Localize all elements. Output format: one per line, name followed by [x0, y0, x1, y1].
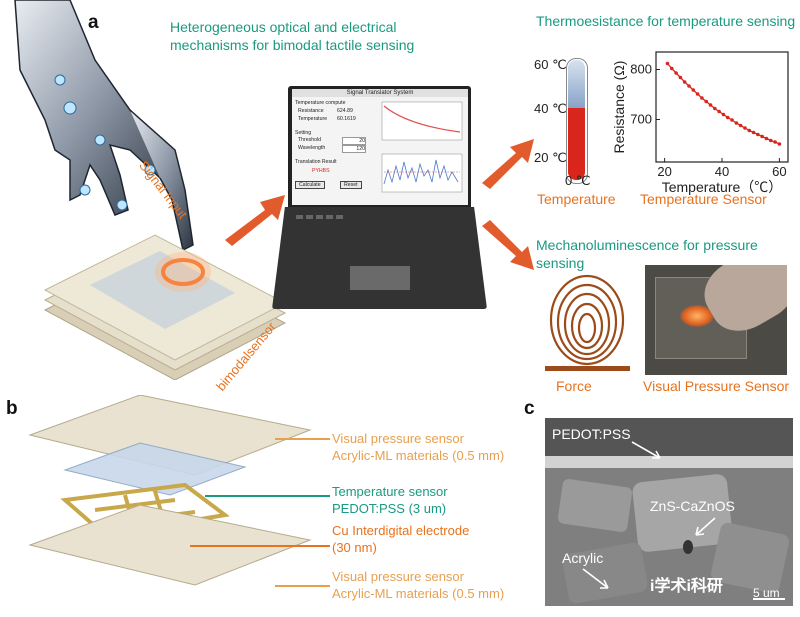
data-point: [734, 121, 739, 125]
pedot-arrow-icon: [631, 441, 661, 459]
thermometer-hot-zone: [568, 108, 585, 180]
thermometer-cold-zone: [568, 60, 585, 115]
mini-intensity-plot: [381, 153, 463, 193]
x-tick-label: 20: [657, 164, 671, 179]
data-point: [760, 134, 764, 139]
data-point: [708, 103, 713, 107]
layer3-sub: (30 nm): [332, 540, 377, 555]
zns-arrow-icon: [695, 517, 716, 536]
y-tick-label: 700: [630, 112, 652, 127]
data-point: [756, 132, 760, 137]
force-caption: Force: [556, 378, 592, 394]
bimodal-sensor-illustration: [43, 234, 287, 380]
thermo-title: Thermoesistance for temperature sensing: [536, 13, 796, 29]
plot-frame: [655, 51, 789, 163]
scale-bar-label: 5 um: [753, 586, 780, 600]
data-point: [738, 123, 743, 128]
layer2-sub: PEDOT:PSS (3 um): [332, 501, 447, 516]
signal-translator-window: Signal Translator System Temperature com…: [292, 89, 468, 205]
panel-letter-c: c: [524, 398, 535, 419]
y-tick-label: 800: [630, 62, 652, 77]
thermo-tick-40: 40 ℃: [534, 101, 567, 116]
data-point: [674, 71, 678, 75]
data-point: [768, 138, 773, 143]
arrow-to-laptop-icon: [225, 195, 285, 246]
threshold-input[interactable]: 20: [342, 137, 366, 145]
exploded-layer-diagram: [28, 395, 312, 586]
x-axis-label: Temperature（℃）: [662, 179, 783, 195]
wavelength-label: Wavelength: [298, 145, 326, 151]
temp-compute-label: Temperature compute: [295, 100, 346, 106]
data-point: [717, 109, 721, 114]
resistance-value: 624.89: [337, 108, 353, 114]
mechano-title: Mechanoluminescence for pressure sensing: [536, 237, 758, 271]
layer4-sub: Acrylic-ML materials (0.5 mm): [332, 586, 505, 601]
laptop-trackpad: [350, 266, 410, 290]
arrow-to-temperature-icon: [482, 139, 534, 189]
x-tick-label: 40: [715, 164, 729, 179]
data-point: [704, 99, 709, 104]
data-point: [687, 84, 691, 88]
layer1-label: Visual pressure sensor: [332, 431, 464, 446]
fingerprint-icon: [545, 274, 630, 371]
pedot-label: PEDOT:PSS: [552, 426, 631, 442]
data-point: [682, 80, 687, 84]
layer4-label: Visual pressure sensor: [332, 569, 464, 584]
data-point: [713, 106, 717, 111]
acrylic-label: Acrylic: [562, 550, 604, 566]
data-point: [700, 96, 704, 100]
panel-a-heading: Heterogeneous optical and electrical mec…: [170, 19, 415, 53]
data-point: [721, 112, 726, 117]
wavelength-input[interactable]: 120: [342, 145, 366, 153]
data-point: [730, 118, 734, 122]
layer2-label: Temperature sensor: [332, 484, 448, 499]
thermo-tick-60: 60 ℃: [534, 57, 567, 72]
thermo-tick-0: 0 ℃: [565, 173, 591, 188]
translation-result-label: Translation Result: [295, 159, 337, 165]
temperature-value: 60.1619: [337, 116, 356, 122]
resistance-label: Resistance: [298, 108, 324, 114]
data-point: [665, 61, 670, 66]
sem-image: [545, 418, 793, 606]
result-value: PYHBS: [312, 168, 330, 174]
panel-letter-b: b: [6, 398, 18, 419]
layer1-sub: Acrylic-ML materials (0.5 mm): [332, 448, 505, 463]
watermark: i学术i科研: [650, 578, 723, 595]
thermo-tick-20: 20 ℃: [534, 150, 567, 165]
data-point: [678, 75, 683, 80]
data-point: [777, 142, 782, 146]
data-point: [764, 136, 769, 141]
data-point: [743, 126, 747, 130]
temperature-caption: Temperature: [537, 191, 616, 207]
data-point: [691, 88, 696, 92]
layer3-label: Cu Interdigital electrode: [332, 523, 470, 538]
panel-letter-a: a: [88, 12, 99, 33]
x-tick-label: 60: [772, 164, 786, 179]
data-point: [747, 128, 752, 133]
setting-label: Setting: [295, 130, 312, 136]
laptop-keyboard: [272, 207, 487, 309]
mechanoluminescence-photo: [645, 265, 787, 375]
data-point: [725, 115, 730, 120]
reset-button[interactable]: Reset: [340, 181, 362, 189]
series-line: [667, 63, 780, 145]
arrow-to-pressure-icon: [482, 220, 534, 270]
robot-hand-illustration: [14, 0, 194, 252]
data-point: [773, 140, 777, 144]
visual-pressure-caption: Visual Pressure Sensor: [643, 378, 790, 394]
temperature-sensor-caption: Temperature Sensor: [640, 191, 767, 207]
window-title: Signal Translator System: [292, 89, 468, 97]
temperature-label: Temperature: [298, 116, 328, 122]
data-point: [669, 66, 674, 71]
data-point: [695, 92, 700, 96]
calculate-button[interactable]: Calculate: [295, 181, 325, 189]
zns-label: ZnS-CaZnOS: [650, 498, 735, 514]
mini-resistance-plot: [381, 101, 463, 141]
acrylic-arrow-icon: [582, 568, 609, 589]
threshold-label: Threshold: [298, 137, 322, 143]
data-point: [751, 130, 756, 135]
y-axis-label: Resistance (Ω): [612, 61, 627, 154]
